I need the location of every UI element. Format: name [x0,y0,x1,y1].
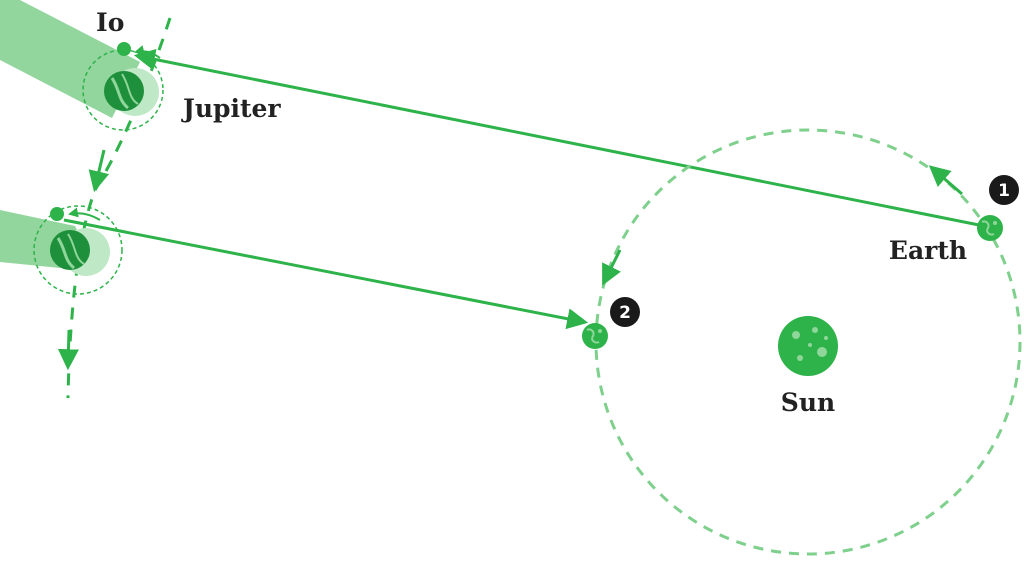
position-1-number: 1 [998,181,1010,201]
light-path-position-1 [133,49,985,228]
io-orbit-arrow-lower [68,207,101,221]
earth-orbit [594,128,1022,556]
io-orbit-upper [82,49,164,131]
earth-globe-icon [582,323,608,349]
jupiter-planet-icon [104,71,144,111]
earth-orbit-arrow-right [928,165,963,196]
jupiter-orbit-arrow-upper [88,149,110,193]
jupiter-planet-icon [50,230,90,270]
jupiter-orbit-path [66,17,172,399]
io-moon-icon [50,207,64,221]
earth-label: Earth [889,236,967,265]
position-1-badge: 1 [989,175,1019,205]
jupiter-orbit-arrow-lower [57,329,79,371]
light-path-position-2 [63,218,589,330]
position-2-badge: 2 [610,297,640,327]
jupiter-lower [33,205,123,295]
jupiter-label: Jupiter [181,94,281,123]
io-orbit-lower [33,205,123,295]
position-2-number: 2 [619,303,631,323]
io-label: Io [96,8,124,37]
earth-globe-icon [977,215,1003,241]
sun-icon [778,316,838,376]
io-moon-icon [117,42,131,56]
earth-orbit-arrow-left [602,249,622,286]
sun-label: Sun [781,388,835,417]
jupiter-upper [82,42,164,131]
